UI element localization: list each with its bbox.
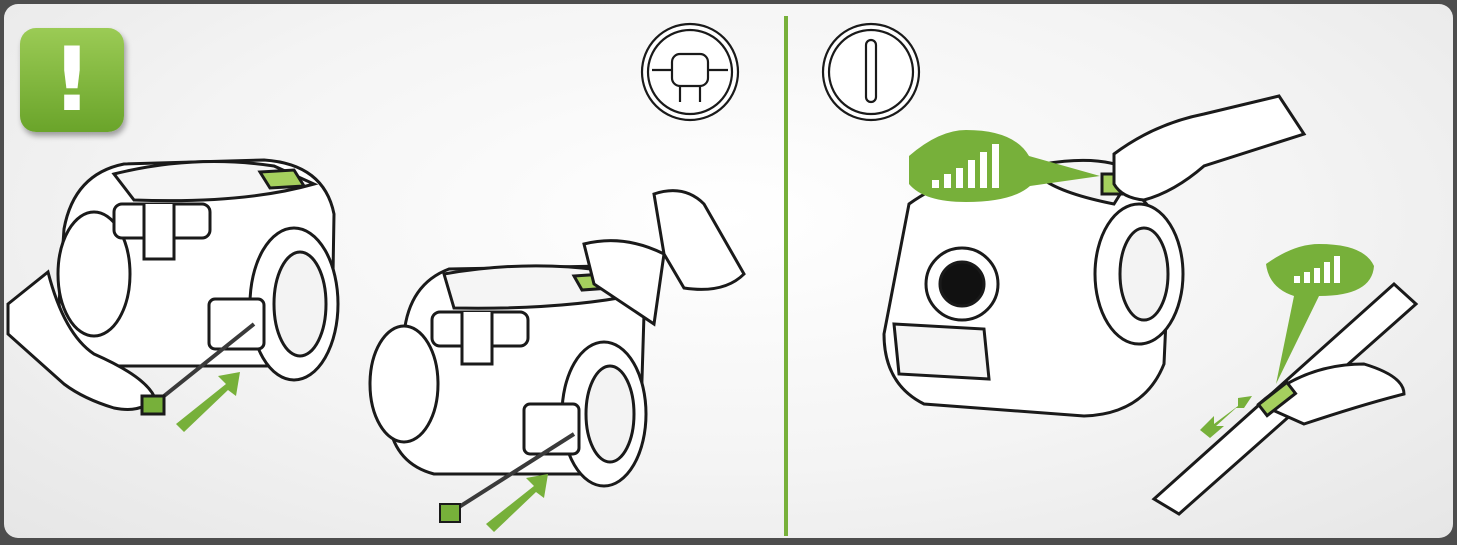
warning-icon: ! — [20, 28, 124, 132]
hose-handle — [1151, 281, 1419, 516]
plug-symbol-icon — [640, 22, 740, 122]
vacuum-cleaner-1 — [56, 158, 340, 382]
panel-divider — [784, 16, 788, 536]
insert-arrow-1 — [176, 372, 240, 432]
hand-with-cloth — [582, 189, 746, 327]
insert-arrow-2 — [486, 474, 548, 532]
instruction-panel: ! — [4, 4, 1453, 538]
illustration — [6, 22, 1419, 532]
slide-control-arrows — [1200, 396, 1252, 438]
cord-plug-2 — [439, 432, 576, 523]
vacuum-cleaner-2 — [368, 264, 648, 488]
hand-adjusting-power — [1112, 94, 1307, 202]
hand-with-plug-1 — [6, 269, 256, 416]
power-off-symbol-icon — [821, 22, 921, 122]
power-level-bubble — [909, 130, 1100, 202]
vacuum-cleaner-3 — [882, 158, 1185, 418]
handle-power-bubble — [1266, 244, 1374, 384]
